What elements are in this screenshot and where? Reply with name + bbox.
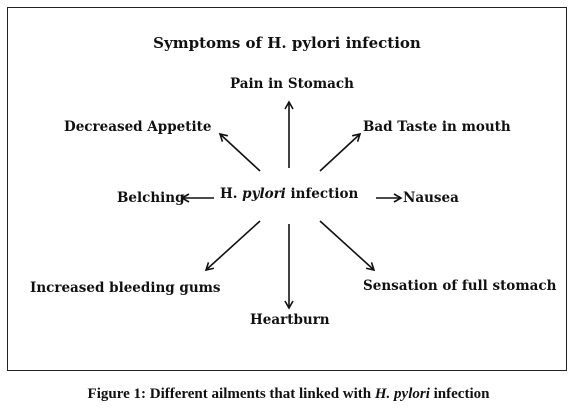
center-node-label: H. pylori infection (220, 186, 359, 202)
symptom-taste-label: Bad Taste in mouth (363, 119, 511, 135)
diagram-frame: Symptoms of H. pylori infection H. pylor… (7, 7, 567, 371)
arrow-to-full (319, 220, 376, 272)
symptom-heartburn-label: Heartburn (250, 312, 330, 328)
symptom-full-label: Sensation of full stomach (363, 278, 557, 294)
arrow-to-taste (319, 132, 362, 172)
symptom-gums-label: Increased bleeding gums (30, 280, 221, 296)
symptom-appetite-label: Decreased Appetite (64, 119, 212, 135)
figure-caption: Figure 1: Different ailments that linked… (87, 386, 490, 402)
symptom-nausea-label: Nausea (403, 190, 459, 206)
symptom-pain-label: Pain in Stomach (230, 76, 354, 92)
symptom-belching-label: Belching (117, 190, 185, 206)
arrows-layer (180, 100, 403, 310)
arrow-to-gums (204, 220, 261, 272)
diagram-title: Symptoms of H. pylori infection (153, 34, 421, 52)
arrow-to-appetite (218, 132, 261, 172)
